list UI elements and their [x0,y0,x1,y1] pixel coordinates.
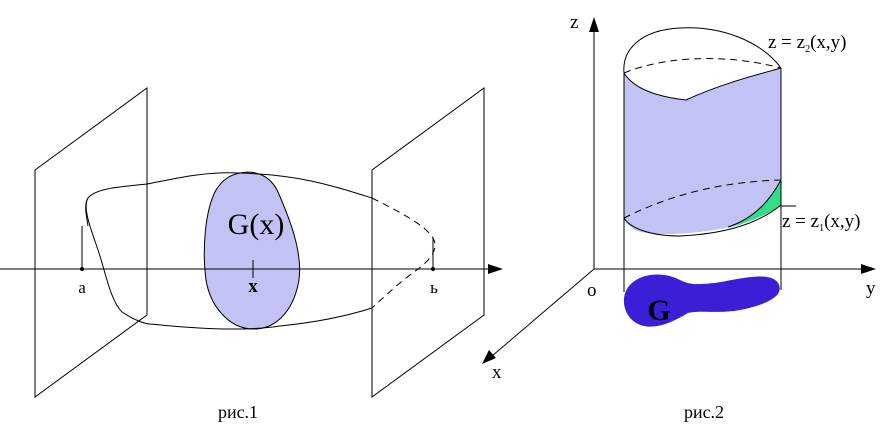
cylinder-body [624,68,781,235]
bottom-surface-edge [728,180,781,227]
label-top-surface: z = z2(x,y) [768,32,847,55]
top-surface-front [623,67,782,101]
top-surface-prefix: z = z [768,32,805,53]
bottom-surface-front [623,204,782,237]
x-axis-3d [491,268,595,357]
region-G [623,274,780,327]
label-x: x [248,276,258,297]
bottom-surface-prefix: z = z [782,211,819,232]
top-surface-args: (x,y) [810,32,846,53]
top-surface-back [623,27,782,74]
label-b: ь [430,278,438,297]
label-z-axis: z [570,12,578,33]
label-x-axis: x [492,362,502,383]
point-a [80,267,84,271]
bottom-surface-index: 1 [819,223,824,234]
top-surface-hidden [623,58,782,74]
bottom-surface-edge-outline [727,179,782,228]
body-hidden-right [371,197,436,309]
top-surface-index: 2 [805,44,810,55]
y-axis-arrow [861,264,876,274]
z-axis-arrow [589,17,599,32]
label-y-axis: y [866,278,876,299]
region-label-Gx: G(x) [228,208,285,241]
figure-2: z y x o z = z2(x,y) z = z1(x,y) G рис.2 [482,12,876,422]
right-plane [371,87,485,398]
cross-section-outline [203,171,301,330]
left-plane [34,87,148,398]
cross-section-region [204,172,300,330]
label-bottom-surface: z = z1(x,y) [782,211,861,234]
x-axis-arrow [488,264,503,274]
x-axis-3d-arrow [482,350,496,364]
caption-fig1: рис.1 [218,402,258,422]
bottom-surface-hidden [623,179,782,219]
point-b [431,267,435,271]
bottom-surface-args: (x,y) [824,211,860,232]
caption-fig2: рис.2 [684,402,724,422]
label-a: a [78,278,86,297]
body-outline [85,172,373,330]
region-label-G: G [647,294,670,327]
body-outline-left-back [85,197,89,227]
figure-1: a ь x G(x) рис.1 [0,87,503,422]
label-origin: o [587,280,597,301]
